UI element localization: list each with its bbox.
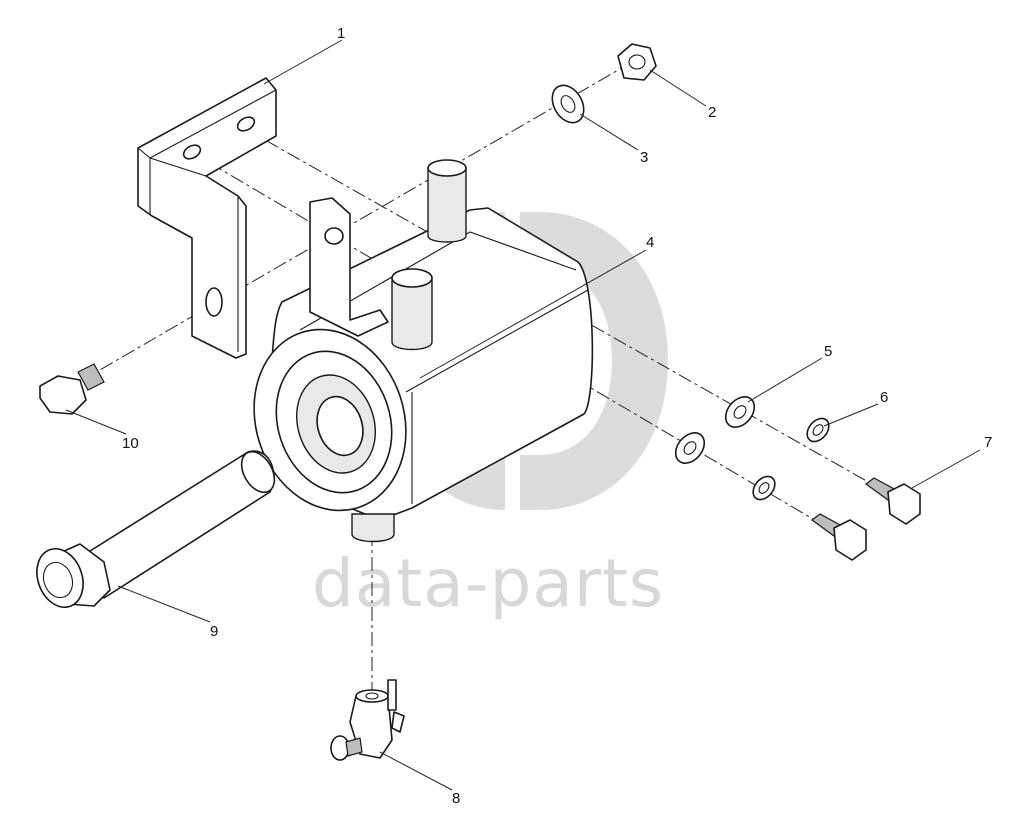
- callout-6: 6: [880, 389, 888, 406]
- housing-body-part: [253, 159, 594, 543]
- callout-1: 1: [337, 25, 345, 42]
- callout-5: 5: [824, 343, 832, 360]
- pin-part: [36, 450, 276, 608]
- lock-washer-part-6: [752, 417, 830, 501]
- valve-fitting-part: [330, 679, 405, 761]
- washer-part-3: [551, 84, 585, 124]
- callout-labels: 1 2 3 4 5 6 7 8 9 10: [122, 25, 992, 807]
- callout-4: 4: [646, 234, 654, 251]
- callout-8: 8: [452, 790, 460, 807]
- leader-lines: [65, 39, 981, 791]
- callout-7: 7: [984, 434, 992, 451]
- bracket-part: [137, 77, 277, 359]
- callout-9: 9: [210, 623, 218, 640]
- callout-2: 2: [708, 104, 716, 121]
- callout-10: 10: [122, 435, 139, 452]
- washer-part-5: [674, 396, 756, 464]
- callout-3: 3: [640, 149, 648, 166]
- hex-bolt-part: [39, 363, 105, 415]
- bolt-part-7: [810, 477, 921, 561]
- hex-nut-part: [617, 43, 657, 81]
- watermark-text: data-parts: [312, 545, 664, 622]
